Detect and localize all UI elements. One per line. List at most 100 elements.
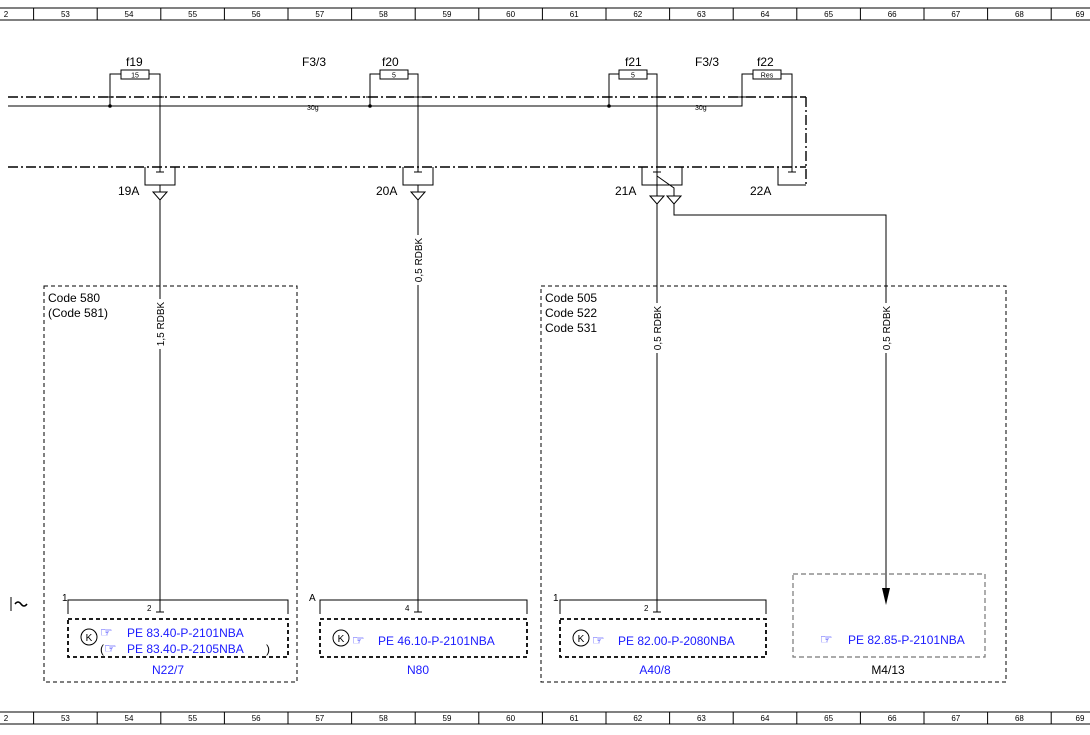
- pin-label: 4: [405, 604, 410, 613]
- fuse-box-enclosure: [8, 96, 807, 185]
- ruler-number: 59: [443, 714, 452, 723]
- ref-link[interactable]: PE 82.00-P-2080NBA: [618, 634, 735, 648]
- ruler-number: 54: [125, 714, 134, 723]
- ruler-number: 66: [888, 714, 897, 723]
- wire-label: 1,5 RDBK: [156, 301, 167, 346]
- pin-label: 2: [644, 604, 649, 613]
- ruler-number: 61: [570, 10, 579, 19]
- code-group-505: Code 505 Code 522 Code 531: [540, 285, 1007, 683]
- ruler-number: 2: [4, 714, 9, 723]
- ruler-number: 63: [697, 714, 706, 723]
- svg-text:K: K: [578, 634, 585, 645]
- ruler-number: 65: [824, 10, 833, 19]
- fuse-name-f22: f22: [757, 55, 774, 69]
- ruler-number: 64: [761, 714, 770, 723]
- fuse-rating: 5: [392, 73, 396, 80]
- component-A40-8[interactable]: 1 2 K ☞ PE 82.00-P-2080NBA A40/8: [553, 593, 767, 677]
- fuse-f22[interactable]: Res: [738, 69, 796, 98]
- ruler-number: 55: [188, 10, 197, 19]
- ruler-number: 62: [633, 714, 642, 723]
- svg-text:K: K: [86, 633, 93, 644]
- pointer-icon: ☞: [100, 624, 113, 640]
- fuse-rating: 5: [631, 73, 635, 80]
- component-name: M4/13: [871, 663, 905, 677]
- ruler-number: 69: [1076, 714, 1085, 723]
- component-name: A40/8: [639, 663, 671, 677]
- fuse-f19[interactable]: 15: [106, 69, 164, 98]
- wire-label: 0,5 RDBK: [653, 305, 664, 350]
- component-M4-13[interactable]: ☞ PE 82.85-P-2101NBA M4/13: [792, 573, 986, 677]
- svg-text:K: K: [338, 634, 345, 645]
- connector-label: 20A: [376, 184, 397, 198]
- fuse-rating: Res: [761, 73, 774, 80]
- ruler-number: 67: [951, 714, 960, 723]
- ref-link[interactable]: PE 82.85-P-2101NBA: [848, 633, 965, 647]
- ruler-number: 60: [506, 10, 515, 19]
- pin-row-label: 1: [553, 593, 559, 604]
- connector-21A[interactable]: 21A: [615, 167, 683, 205]
- wire-label: 0,5 RDBK: [882, 305, 893, 350]
- code-group-580: Code 580 (Code 581): [43, 285, 298, 683]
- component-N80[interactable]: A 4 K ☞ PE 46.10-P-2101NBA N80: [309, 593, 528, 677]
- pointer-icon: ☞: [820, 631, 833, 647]
- wire-21A-2[interactable]: [673, 204, 887, 590]
- fuse-box-label: F3/3: [695, 55, 719, 69]
- connector-label: 19A: [118, 184, 139, 198]
- ref-link[interactable]: PE 83.40-P-2105NBA: [127, 642, 244, 656]
- transistor-icon: [80, 628, 98, 646]
- bus-30g: 30g 30g: [8, 97, 743, 112]
- pin-label: 2: [147, 604, 152, 613]
- svg-text:Code 580: Code 580: [48, 291, 100, 305]
- ruler-number: 67: [951, 10, 960, 19]
- svg-text:(: (: [100, 642, 104, 656]
- ruler-number: 57: [315, 10, 324, 19]
- ruler-number: 56: [252, 714, 261, 723]
- pin-row-label: 1: [62, 593, 68, 604]
- pin-row-label: A: [309, 593, 316, 604]
- ruler-number: 53: [61, 714, 70, 723]
- ruler-number: 65: [824, 714, 833, 723]
- arrow-icon: [882, 588, 890, 605]
- ruler-number: 57: [315, 714, 324, 723]
- connector-label: 22A: [750, 184, 771, 198]
- svg-text:Code 505: Code 505: [545, 291, 597, 305]
- ref-link[interactable]: PE 46.10-P-2101NBA: [378, 634, 495, 648]
- component-name: N80: [407, 663, 429, 677]
- ref-link[interactable]: PE 83.40-P-2101NBA: [127, 626, 244, 640]
- ruler-number: 68: [1015, 714, 1024, 723]
- fuse-name-f21: f21: [625, 55, 642, 69]
- ruler-number: 66: [888, 10, 897, 19]
- component-N22-7[interactable]: 1 2 K ☞ PE 83.40-P-2101NBA ( ☞ PE 83.40-…: [62, 593, 289, 677]
- connector-22A[interactable]: 22A: [750, 167, 806, 198]
- ruler-number: 69: [1076, 10, 1085, 19]
- component-name: N22/7: [152, 663, 184, 677]
- ruler-number: 59: [443, 10, 452, 19]
- fuse-f20[interactable]: 5: [366, 69, 422, 98]
- pointer-icon: ☞: [352, 632, 365, 648]
- wire-label: 0,5 RDBK: [414, 237, 425, 282]
- pointer-icon: ☞: [592, 632, 605, 648]
- svg-text:(Code 581): (Code 581): [48, 306, 108, 320]
- fuse-f21[interactable]: 5: [605, 69, 661, 98]
- pointer-icon: ☞: [104, 640, 117, 656]
- transistor-icon: [332, 629, 350, 647]
- ruler-number: 62: [633, 10, 642, 19]
- connector-19A[interactable]: 19A: [118, 167, 176, 201]
- ruler-number: 68: [1015, 10, 1024, 19]
- ruler-number: 58: [379, 714, 388, 723]
- ruler-number: 64: [761, 10, 770, 19]
- connector-label: 21A: [615, 184, 636, 198]
- ruler-number: 53: [61, 10, 70, 19]
- ruler-number: 54: [125, 10, 134, 19]
- connector-20A[interactable]: 20A: [376, 167, 434, 201]
- ruler-number: 63: [697, 10, 706, 19]
- bus-label: 30g: [307, 105, 319, 112]
- bus-label: 30g: [695, 105, 707, 112]
- svg-text:): ): [266, 642, 270, 656]
- ruler-number: 55: [188, 714, 197, 723]
- fuse-name-f20: f20: [382, 55, 399, 69]
- ruler-number: 2: [4, 10, 9, 19]
